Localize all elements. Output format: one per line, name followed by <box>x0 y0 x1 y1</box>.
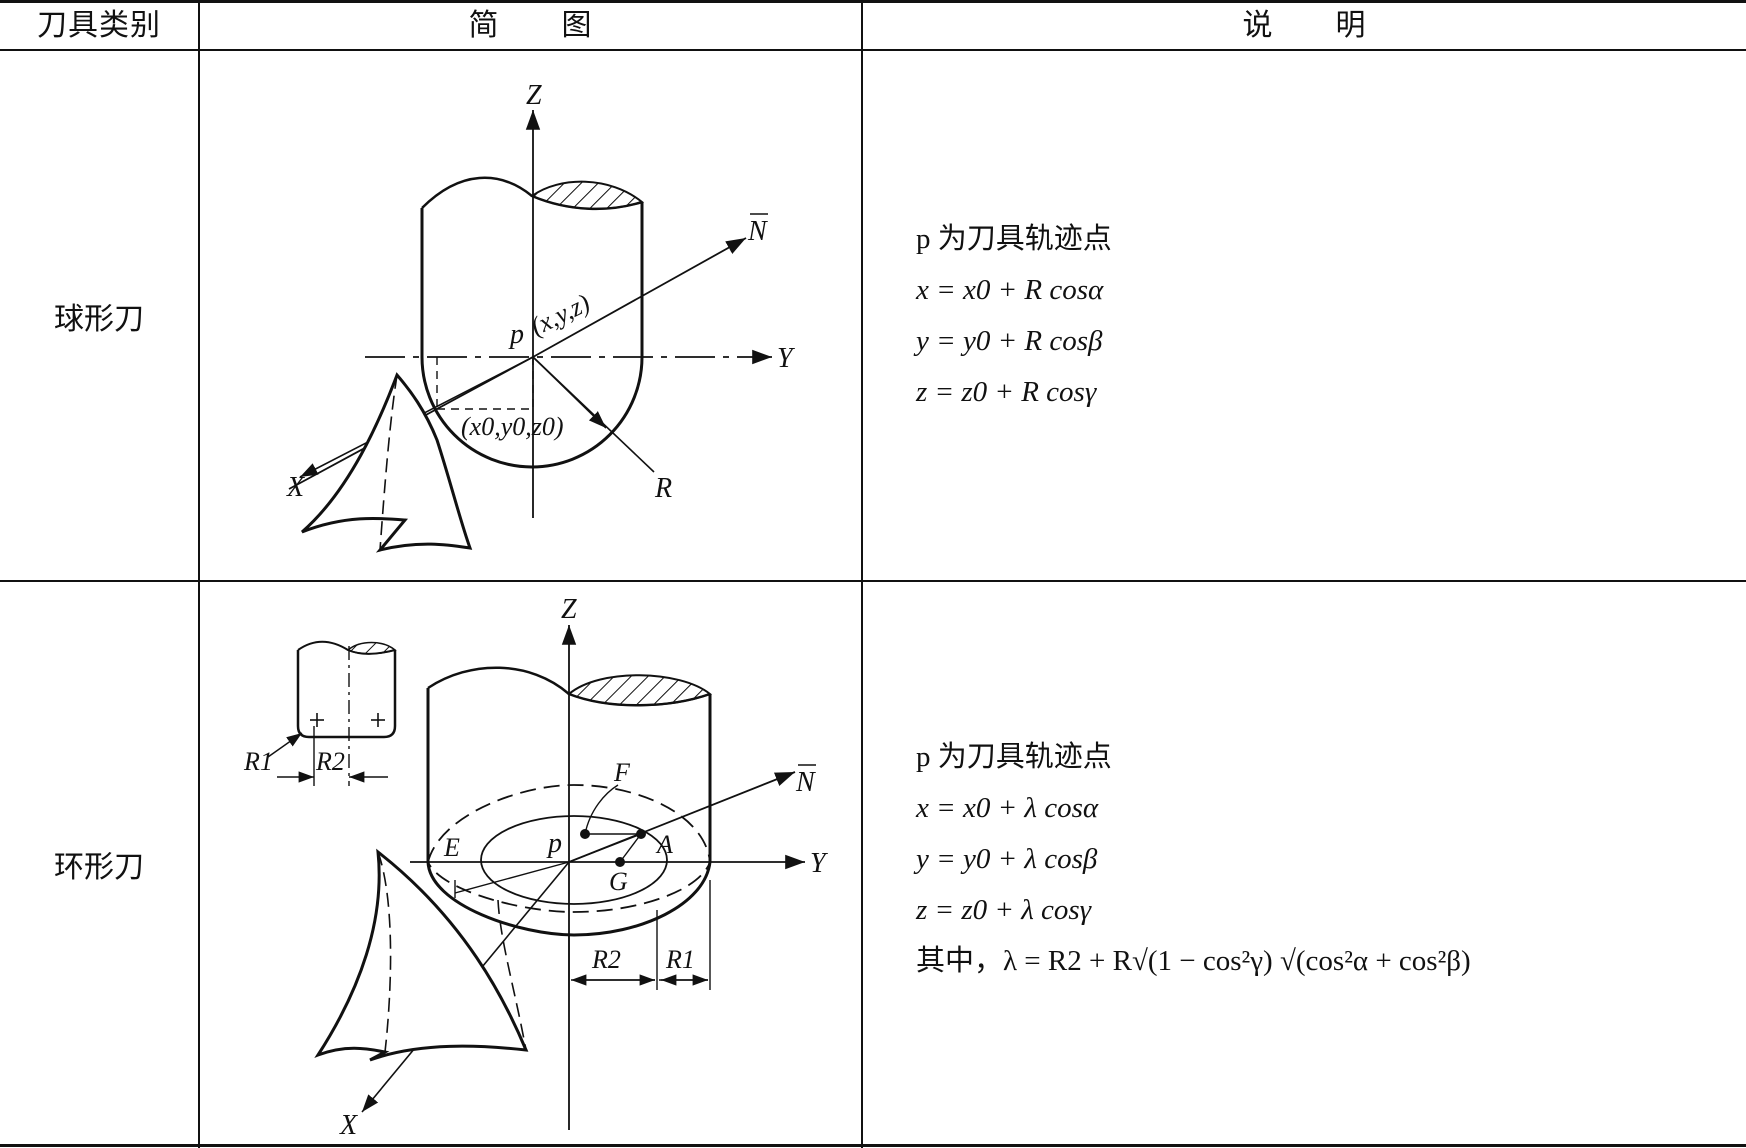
toroidal-cutter-diagram: R1 R2 Z Y N X <box>200 583 860 1143</box>
center-coordinates-label: (x0,y0,z0) <box>461 412 564 441</box>
y-axis-label: Y <box>810 848 829 879</box>
category-toroidal-cutter: 环形刀 <box>54 850 144 885</box>
cutter-cross-section-hatch <box>567 674 713 707</box>
explanation-line: 其中，λ = R2 + R√(1 − cos²γ) √(cos²α + cos²… <box>916 945 1471 977</box>
workpiece-surface <box>314 848 529 1062</box>
header-tool-category: 刀具类别 <box>37 8 161 43</box>
point-g-dot <box>615 857 625 867</box>
trajectory-point-label: p <box>546 828 562 859</box>
explanation-line: y = y0 + λ cosβ <box>916 843 1098 875</box>
header-explanation: 说 明 <box>1242 8 1367 43</box>
point-a-dot <box>636 829 646 839</box>
normal-vector-label: N <box>795 767 816 798</box>
cutter-cross-section-hatch <box>529 180 645 210</box>
torus-bottom-outline <box>426 861 712 937</box>
inset-r1-label: R1 <box>243 747 273 776</box>
x-axis-label: X <box>339 1110 358 1141</box>
trajectory-point-label: p <box>508 319 524 350</box>
column-divider-1 <box>198 0 200 1148</box>
r2-dimension-label: R2 <box>591 945 621 974</box>
normal-vector-line <box>532 237 747 358</box>
normal-vector-label: N <box>747 216 768 247</box>
explanation-line: z = z0 + R cosγ <box>916 376 1097 408</box>
ball-cutter-diagram: Z Y N X R p (x,y,z) (x0,y <box>200 52 860 579</box>
table-bottom-rule <box>0 1144 1746 1147</box>
ball-cutter-svg: Z Y N X R p (x,y,z) (x0,y <box>286 80 796 553</box>
y-axis-label: Y <box>777 343 796 374</box>
inset-r2-label: R2 <box>315 747 345 776</box>
explanation-line: p 为刀具轨迹点 <box>916 741 1112 773</box>
inset-cutter-outline <box>296 650 397 739</box>
cutter-body-outline <box>426 688 712 862</box>
toroidal-cutter-svg: R1 R2 Z Y N X <box>243 594 829 1141</box>
z-axis-label: Z <box>526 80 542 111</box>
table-top-rule <box>0 0 1746 3</box>
explanation-line: p 为刀具轨迹点 <box>916 223 1112 255</box>
radius-label: R <box>654 473 672 504</box>
x-axis-label: X <box>286 472 305 503</box>
point-g-label: G <box>609 867 628 896</box>
r1-dimension-label: R1 <box>665 945 695 974</box>
point-coordinates-label: (x,y,z) <box>526 288 595 341</box>
category-ball-cutter: 球形刀 <box>54 302 144 337</box>
row-separator <box>0 580 1746 582</box>
inset-cutter-hatch <box>346 641 397 655</box>
cutter-body-outline <box>420 202 644 469</box>
explanation-line: x = x0 + λ cosα <box>916 792 1099 824</box>
column-divider-2 <box>861 0 863 1148</box>
ball-cutter-explanation: p 为刀具轨迹点 x = x0 + R cosα y = y0 + R cosβ… <box>916 214 1112 418</box>
explanation-line: x = x0 + R cosα <box>916 274 1104 306</box>
torus-inner-ellipse <box>480 815 668 905</box>
point-f-dot <box>580 829 590 839</box>
workpiece-surface <box>301 372 473 553</box>
header-sketch: 简 图 <box>468 8 593 43</box>
point-a-label: A <box>655 830 673 859</box>
z-axis-label: Z <box>561 594 577 625</box>
toroidal-cutter-explanation: p 为刀具轨迹点 x = x0 + λ cosα y = y0 + λ cosβ… <box>916 732 1471 987</box>
point-f-label: F <box>613 758 631 787</box>
explanation-line: z = z0 + λ cosγ <box>916 894 1092 926</box>
header-bottom-rule <box>0 49 1746 51</box>
point-e-label: E <box>443 833 460 862</box>
explanation-line: y = y0 + R cosβ <box>916 325 1103 357</box>
